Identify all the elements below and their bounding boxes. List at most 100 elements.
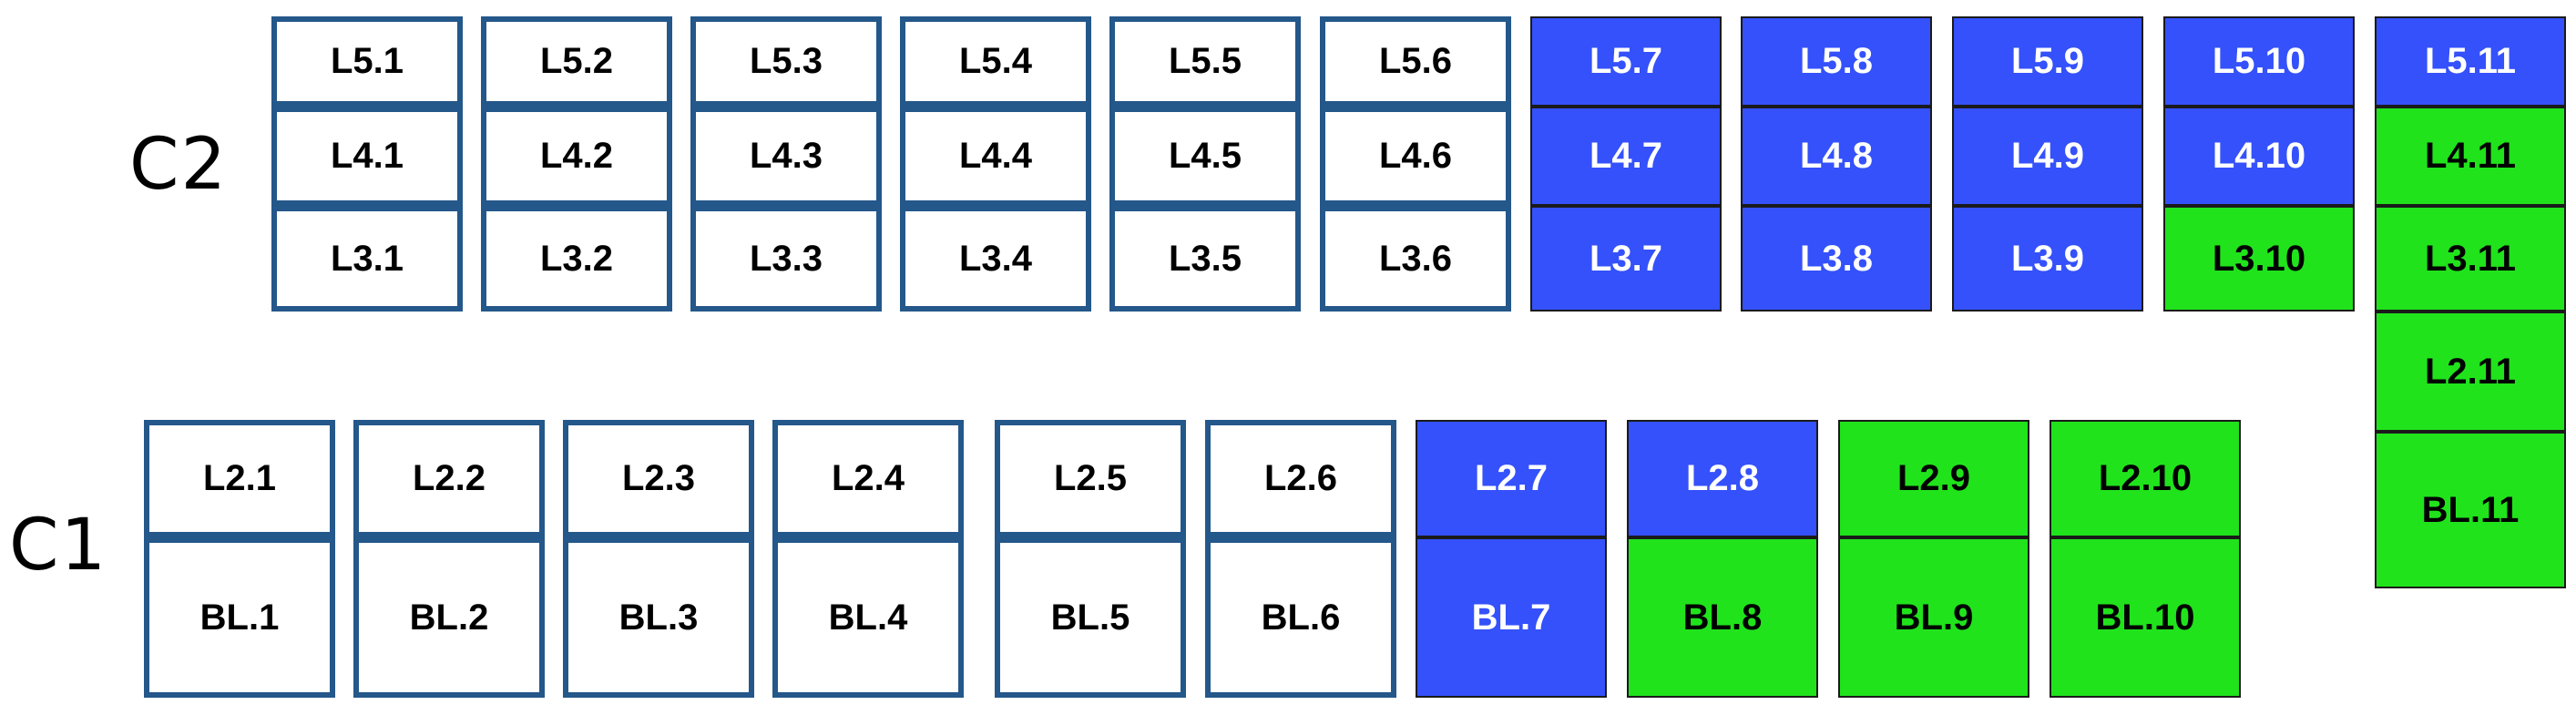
cell-label: L4.9 (2010, 136, 2085, 176)
cell-label: BL.10 (2095, 597, 2195, 638)
cell-label: L2.6 (1263, 458, 1338, 498)
block-l2-2: L2.2 (353, 420, 545, 537)
cell-label: L4.11 (2424, 136, 2517, 176)
block-l3-1: L3.1 (271, 206, 463, 312)
cell-label: L4.4 (958, 136, 1033, 176)
cell-label: L3.11 (2424, 238, 2517, 279)
block-l2-1: L2.1 (144, 420, 335, 537)
cell-label: BL.2 (409, 597, 489, 638)
block-bl-8: BL.8 (1627, 537, 1818, 698)
cell-label: L3.7 (1589, 238, 1663, 279)
cell-label: L4.7 (1589, 136, 1663, 176)
block-l5-7: L5.7 (1530, 16, 1722, 107)
cell-label: L5.6 (1378, 41, 1453, 81)
block-l2-3: L2.3 (563, 420, 754, 537)
block-l3-5: L3.5 (1109, 206, 1301, 312)
cell-label: L2.4 (831, 458, 905, 498)
cell-label: BL.9 (1894, 597, 1974, 638)
block-bl-5: BL.5 (995, 537, 1186, 698)
cell-label: L5.10 (2212, 41, 2306, 81)
cell-label: L3.5 (1168, 238, 1242, 279)
cell-label: L3.2 (539, 238, 614, 279)
cell-label: L5.1 (330, 41, 404, 81)
block-bl-6: BL.6 (1205, 537, 1396, 698)
cell-label: L3.3 (749, 238, 823, 279)
block-l2-10: L2.10 (2050, 420, 2241, 537)
cell-label: BL.3 (618, 597, 699, 638)
block-l2-5: L2.5 (995, 420, 1186, 537)
block-l4-7: L4.7 (1530, 107, 1722, 206)
cell-label: L2.1 (202, 458, 277, 498)
cell-label: L4.1 (330, 136, 404, 176)
cell-label: BL.4 (828, 597, 908, 638)
block-l3-4: L3.4 (900, 206, 1091, 312)
cell-label: BL.1 (199, 597, 280, 638)
cell-label: L2.10 (2098, 458, 2193, 498)
row-label-c1: C1 (9, 505, 108, 587)
block-l5-2: L5.2 (481, 16, 672, 107)
cell-label: L2.2 (412, 458, 486, 498)
cell-label: L2.5 (1053, 458, 1128, 498)
block-l4-5: L4.5 (1109, 107, 1301, 206)
block-l2-4: L2.4 (772, 420, 964, 537)
cell-label: L2.3 (621, 458, 696, 498)
cell-label: BL.8 (1682, 597, 1763, 638)
cell-label: L4.2 (539, 136, 614, 176)
cell-label: L4.5 (1168, 136, 1242, 176)
block-l3-11: L3.11 (2375, 206, 2566, 312)
cell-label: L5.8 (1799, 41, 1874, 81)
cell-label: L5.3 (749, 41, 823, 81)
block-l2-8: L2.8 (1627, 420, 1818, 537)
block-l4-1: L4.1 (271, 107, 463, 206)
cell-label: L2.9 (1896, 458, 1971, 498)
cell-label: L3.1 (330, 238, 404, 279)
block-l2-9: L2.9 (1838, 420, 2029, 537)
block-l5-1: L5.1 (271, 16, 463, 107)
block-l3-8: L3.8 (1741, 206, 1932, 312)
block-l2-6: L2.6 (1205, 420, 1396, 537)
block-bl-10: BL.10 (2050, 537, 2241, 698)
block-l4-8: L4.8 (1741, 107, 1932, 206)
block-l5-8: L5.8 (1741, 16, 1932, 107)
block-l4-4: L4.4 (900, 107, 1091, 206)
cell-label: L4.8 (1799, 136, 1874, 176)
row-label-c2: C2 (129, 124, 229, 206)
block-l3-6: L3.6 (1320, 206, 1511, 312)
cell-label: L5.4 (958, 41, 1033, 81)
block-bl-2: BL.2 (353, 537, 545, 698)
cell-label: BL.5 (1050, 597, 1130, 638)
block-l2-11: L2.11 (2375, 312, 2566, 432)
cell-label: L5.7 (1589, 41, 1663, 81)
block-l5-6: L5.6 (1320, 16, 1511, 107)
cell-label: L4.6 (1378, 136, 1453, 176)
cell-label: BL.11 (2421, 489, 2520, 530)
cell-label: L2.7 (1474, 458, 1549, 498)
cell-label: BL.6 (1261, 597, 1341, 638)
block-bl-9: BL.9 (1838, 537, 2029, 698)
block-bl-1: BL.1 (144, 537, 335, 698)
cell-label: L3.6 (1378, 238, 1453, 279)
cell-label: L3.10 (2212, 238, 2306, 279)
block-l4-11: L4.11 (2375, 107, 2566, 206)
cell-label: L3.4 (958, 238, 1033, 279)
block-l4-10: L4.10 (2163, 107, 2355, 206)
block-l3-9: L3.9 (1952, 206, 2143, 312)
cell-label: L4.3 (749, 136, 823, 176)
cell-label: L2.11 (2424, 351, 2517, 392)
block-l3-3: L3.3 (690, 206, 882, 312)
block-l2-7: L2.7 (1416, 420, 1607, 537)
cell-label: L5.11 (2424, 41, 2517, 81)
block-l5-10: L5.10 (2163, 16, 2355, 107)
block-l5-5: L5.5 (1109, 16, 1301, 107)
block-l4-6: L4.6 (1320, 107, 1511, 206)
block-l3-2: L3.2 (481, 206, 672, 312)
block-l3-10: L3.10 (2163, 206, 2355, 312)
cell-label: L5.2 (539, 41, 614, 81)
cell-label: L5.9 (2010, 41, 2085, 81)
block-l5-4: L5.4 (900, 16, 1091, 107)
block-bl-4: BL.4 (772, 537, 964, 698)
cell-label: L4.10 (2212, 136, 2306, 176)
cell-label: L3.9 (2010, 238, 2085, 279)
block-l5-11: L5.11 (2375, 16, 2566, 107)
block-bl-11: BL.11 (2375, 432, 2566, 588)
